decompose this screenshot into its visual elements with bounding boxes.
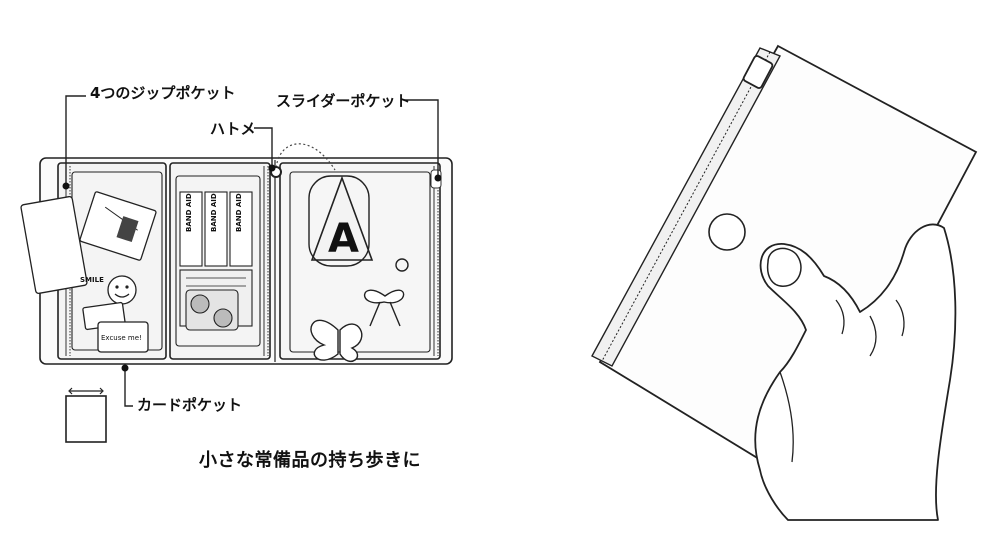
callout-line-slider-pocket (404, 99, 439, 178)
zip-pockets-label: 4つのジップポケット (90, 84, 236, 102)
excuse-me-card (97, 321, 149, 353)
butterfly-sticker (310, 319, 363, 362)
card-pocket-label: カードポケット (137, 396, 243, 414)
square-case (79, 191, 157, 261)
bow-sticker (363, 289, 405, 327)
bandage-sheet (179, 191, 253, 331)
zipper-middle (263, 166, 269, 356)
letter-badge (308, 175, 374, 267)
callout-line-zip-pockets (65, 95, 86, 186)
callout-lines (62, 95, 442, 407)
ball-chain (275, 143, 336, 173)
smiley-sticker (107, 275, 137, 305)
caption: 小さな常備品の持ち歩きに (199, 450, 421, 471)
callout-line-card-pocket (124, 368, 133, 407)
hand (754, 223, 957, 521)
callout-line-grommet (254, 127, 273, 168)
slider-pocket-label: スライダーポケット (276, 92, 411, 110)
grommet-label: ハトメ (210, 120, 256, 138)
sticker-ring (395, 258, 409, 272)
card-pocket-icon (65, 387, 107, 443)
left-pocket-contents (20, 191, 157, 353)
